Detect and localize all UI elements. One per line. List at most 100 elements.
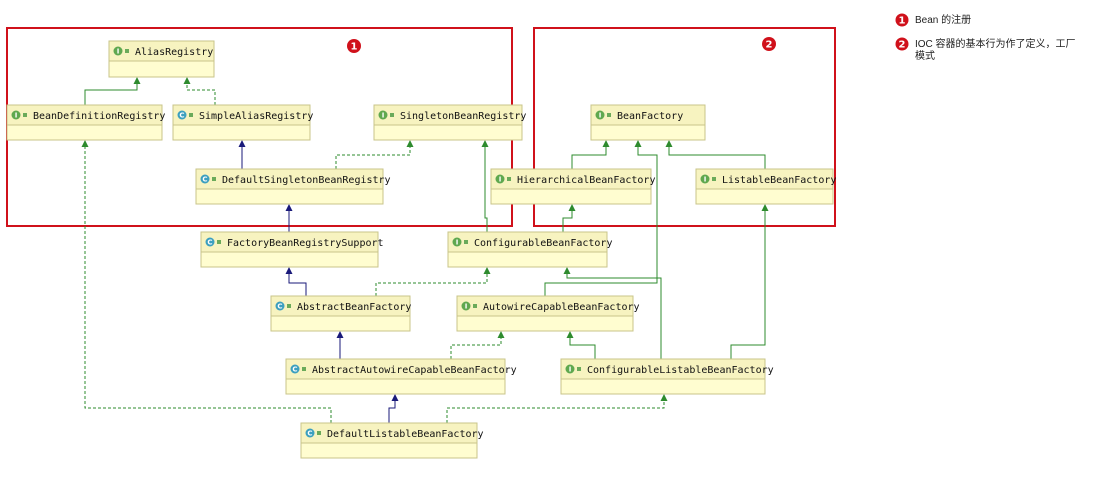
edge-17	[84, 146, 332, 423]
node-label: ConfigurableListableBeanFactory	[587, 365, 774, 376]
svg-text:2: 2	[766, 40, 773, 51]
class-icon	[205, 237, 215, 247]
node-header	[201, 232, 378, 252]
node-label: DefaultListableBeanFactory	[327, 429, 484, 440]
interface-icon	[452, 237, 462, 247]
visibility-icon	[287, 304, 291, 308]
node-header	[457, 296, 633, 316]
edge-1	[186, 83, 216, 105]
node-kind-badge: C	[307, 430, 312, 438]
edge-0	[84, 83, 138, 105]
edge-11	[544, 146, 658, 296]
node-kind-badge: I	[382, 112, 385, 120]
node-label: SimpleAliasRegistry	[199, 111, 313, 122]
visibility-icon	[473, 304, 477, 308]
node-label: AbstractBeanFactory	[297, 302, 411, 313]
edge-arrowhead-14	[566, 331, 574, 338]
node-label: HierarchicalBeanFactory	[517, 175, 655, 186]
visibility-icon	[464, 240, 468, 244]
node-BeanDefinitionRegistry[interactable]: I BeanDefinitionRegistry	[6, 104, 165, 141]
legend-item-2: 2 IOC 容器的基本行为作了定义，工厂 模式	[895, 37, 1076, 62]
visibility-icon	[125, 49, 129, 53]
visibility-icon	[607, 113, 611, 117]
edge-16	[566, 273, 662, 359]
node-label: AbstractAutowireCapableBeanFactory	[312, 365, 517, 376]
node-header	[491, 169, 651, 189]
node-header	[173, 105, 310, 125]
node-AliasRegistry[interactable]: I AliasRegistry	[108, 40, 215, 78]
node-DefaultListableBeanFactory[interactable]: C DefaultListableBeanFactory	[300, 422, 484, 459]
visibility-icon	[212, 177, 216, 181]
interface-icon	[461, 301, 471, 311]
node-label: DefaultSingletonBeanRegistry	[222, 175, 391, 186]
class-icon	[275, 301, 285, 311]
edge-18	[388, 400, 396, 423]
node-header	[286, 359, 505, 379]
edge-arrowhead-19	[660, 394, 668, 401]
node-header	[374, 105, 522, 125]
legend-text-2a: IOC 容器的基本行为作了定义，工厂	[915, 37, 1076, 50]
edge-4	[571, 146, 607, 169]
svg-text:1: 1	[899, 16, 906, 27]
node-kind-badge: I	[117, 48, 120, 56]
node-kind-badge: I	[465, 303, 468, 311]
legend-text-2b: 模式	[915, 49, 935, 62]
node-header	[7, 105, 162, 125]
visibility-icon	[317, 431, 321, 435]
class-icon	[177, 110, 187, 120]
edge-arrowhead-4	[602, 140, 610, 147]
node-header	[448, 232, 607, 252]
node-label: BeanFactory	[617, 111, 683, 122]
visibility-icon	[712, 177, 716, 181]
interface-icon	[378, 110, 388, 120]
interface-icon	[565, 364, 575, 374]
edge-arrowhead-2	[238, 140, 246, 147]
group-2-box	[533, 27, 836, 227]
edge-arrowhead-18	[391, 394, 399, 401]
node-header	[696, 169, 833, 189]
legend-text-1: Bean 的注册	[915, 13, 971, 26]
edge-arrowhead-5	[665, 140, 673, 147]
node-header	[109, 41, 214, 61]
svg-text:1: 1	[351, 42, 358, 53]
interface-icon	[495, 174, 505, 184]
edge-9	[288, 273, 307, 296]
node-kind-badge: I	[15, 112, 18, 120]
svg-text:2: 2	[899, 40, 906, 51]
interface-icon	[11, 110, 21, 120]
visibility-icon	[189, 113, 193, 117]
node-header	[561, 359, 765, 379]
edge-arrowhead-11	[634, 140, 642, 147]
node-label: ConfigurableBeanFactory	[474, 238, 612, 249]
edge-5	[668, 146, 766, 169]
edge-arrowhead-0	[133, 77, 141, 84]
edge-15	[730, 210, 766, 359]
edge-arrowhead-8	[481, 140, 489, 147]
interface-icon	[700, 174, 710, 184]
visibility-icon	[507, 177, 511, 181]
interface-icon	[595, 110, 605, 120]
edge-8	[484, 146, 488, 232]
edge-arrowhead-12	[336, 331, 344, 338]
edge-13	[450, 337, 502, 359]
node-label: AliasRegistry	[135, 47, 213, 58]
edge-7	[562, 210, 573, 232]
edges	[81, 77, 769, 423]
node-label: BeanDefinitionRegistry	[33, 111, 165, 122]
legend-item-1: 1 Bean 的注册	[895, 13, 971, 27]
interface-icon	[113, 46, 123, 56]
